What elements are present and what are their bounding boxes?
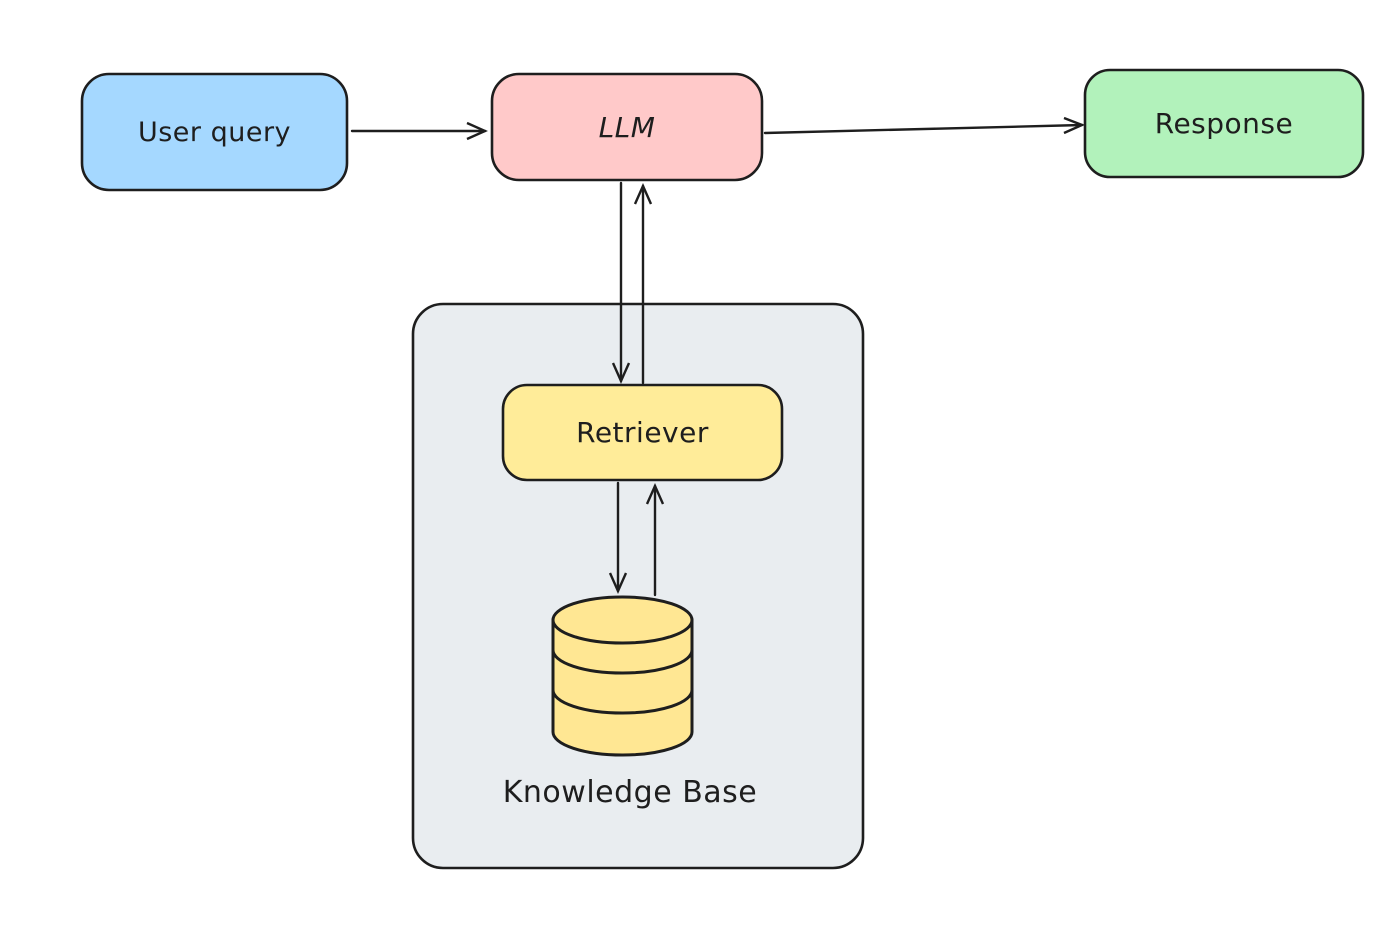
arrow-llm-to-retriever <box>611 181 631 384</box>
database-icon <box>551 595 694 757</box>
cylinder-separator <box>551 688 694 715</box>
cylinder-separator <box>551 648 694 675</box>
response-node <box>1083 68 1365 179</box>
arrow-knowledge-base-to-retriever <box>645 483 665 597</box>
arrow-llm-to-response <box>763 116 1086 135</box>
arrow-retriever-to-llm <box>633 183 653 385</box>
user-query-node <box>80 72 349 192</box>
arrow-retriever-to-knowledge-base <box>608 481 628 594</box>
arrow-user-query-to-llm <box>350 121 488 141</box>
llm-node <box>490 72 764 182</box>
retriever-node <box>501 383 784 482</box>
